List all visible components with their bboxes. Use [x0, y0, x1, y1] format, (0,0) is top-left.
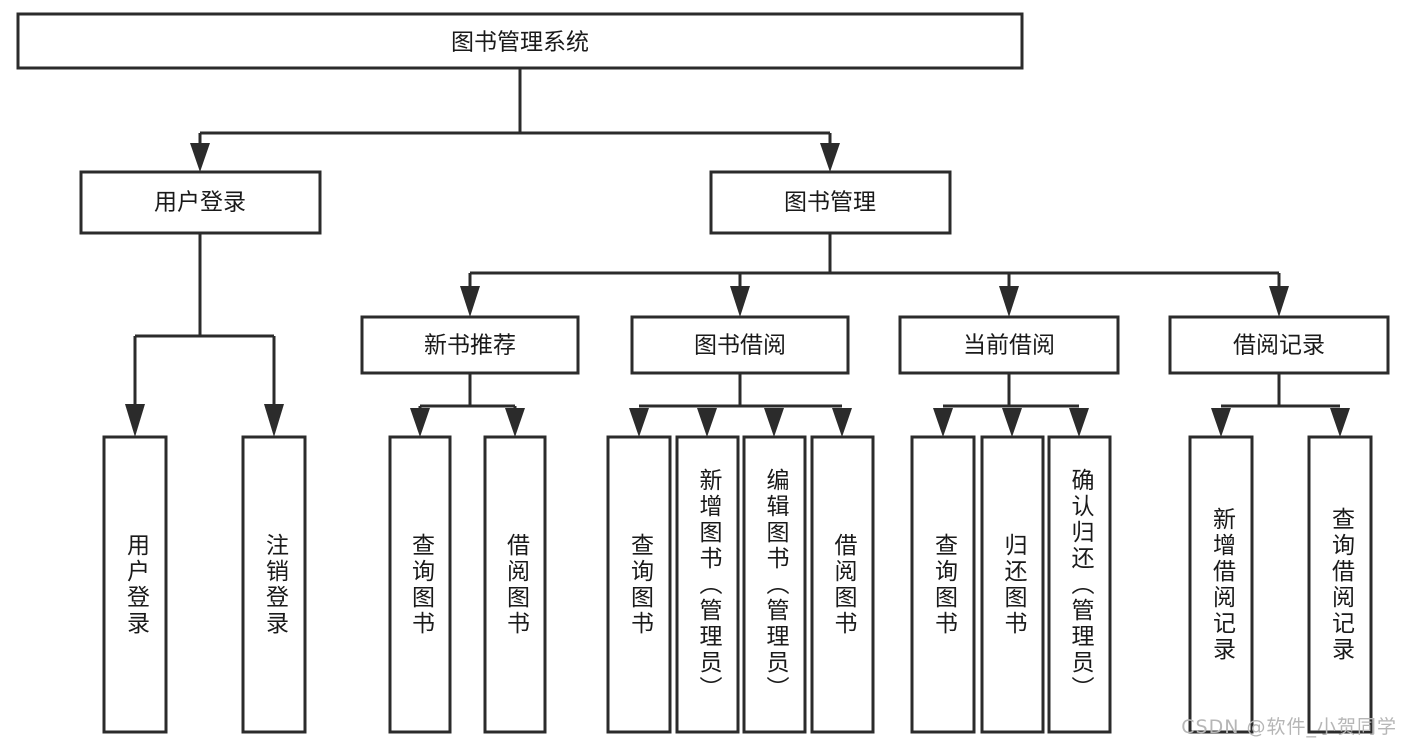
node-user-login-label: 用户登录 [154, 190, 246, 216]
arrow-to-leaf-logout [264, 404, 284, 437]
node-root[interactable]: 图书管理系统 [16, 12, 1024, 70]
leaf-box-logout[interactable] [241, 435, 307, 734]
arrow-to-leaf-query-borrow-record [1330, 408, 1350, 437]
leaf-box-add-book[interactable] [675, 435, 740, 734]
arrow-to-leaf-confirm-return [1069, 408, 1089, 437]
arrow-to-user-login [190, 143, 210, 172]
node-new-book-recommend-label: 新书推荐 [424, 333, 516, 359]
connector-book-borrow-to-leaves [629, 373, 852, 437]
connector-borrow-record-to-leaves [1211, 373, 1350, 437]
leaf-box-return-book[interactable] [980, 435, 1045, 734]
arrow-to-book-management [820, 143, 840, 172]
arrow-to-leaf-return-book [1002, 408, 1022, 437]
node-current-borrow-label: 当前借阅 [963, 333, 1055, 359]
arrow-to-leaf-query-book-cb [933, 408, 953, 437]
leaf-box-query-borrow-record[interactable] [1307, 435, 1373, 734]
node-current-borrow-box[interactable] [898, 315, 1120, 375]
node-borrow-record-label: 借阅记录 [1233, 333, 1325, 359]
node-book-management[interactable]: 图书管理 [709, 170, 952, 235]
arrow-to-book-borrow [730, 286, 750, 317]
connector-user-login-to-leaves [125, 233, 284, 437]
leaf-box-edit-book[interactable] [742, 435, 807, 734]
node-new-book-recommend-box[interactable] [360, 315, 580, 375]
node-book-borrow-box[interactable] [630, 315, 850, 375]
node-book-management-box[interactable] [709, 170, 952, 235]
leaf-box-user-login[interactable] [102, 435, 168, 734]
leaf-box-borrow-book-nbr[interactable] [483, 435, 547, 734]
connector-root-to-level1 [190, 68, 840, 172]
arrow-to-leaf-borrow-book-nbr [505, 408, 525, 437]
arrow-to-current-borrow [999, 286, 1019, 317]
node-borrow-record-box[interactable] [1168, 315, 1390, 375]
node-borrow-record[interactable]: 借阅记录 [1168, 315, 1390, 375]
leaf-box-borrow-book-bb[interactable] [810, 435, 875, 734]
node-root-box[interactable] [16, 12, 1024, 70]
node-book-borrow[interactable]: 图书借阅 [630, 315, 850, 375]
leaf-box-query-book-bb[interactable] [606, 435, 672, 734]
node-current-borrow[interactable]: 当前借阅 [898, 315, 1120, 375]
arrow-to-borrow-record [1269, 286, 1289, 317]
node-user-login[interactable]: 用户登录 [79, 170, 322, 235]
node-book-borrow-label: 图书借阅 [694, 333, 786, 359]
leaf-box-confirm-return[interactable] [1047, 435, 1112, 734]
node-root-label: 图书管理系统 [451, 30, 589, 56]
connector-book-management-to-level2 [460, 233, 1289, 317]
arrow-to-new-book-recommend [460, 286, 480, 317]
arrow-to-leaf-query-book-nbr [410, 408, 430, 437]
connector-new-book-recommend-to-leaves [410, 373, 525, 437]
arrow-to-leaf-user-login [125, 404, 145, 437]
watermark: CSDN @软件_小贺同学 [1181, 716, 1397, 738]
leaf-box-query-book-cb[interactable] [910, 435, 976, 734]
leaf-box-add-borrow-record[interactable] [1188, 435, 1254, 734]
node-book-management-label: 图书管理 [784, 190, 876, 216]
arrow-to-leaf-query-book-bb [629, 408, 649, 437]
node-new-book-recommend[interactable]: 新书推荐 [360, 315, 580, 375]
arrow-to-leaf-edit-book [764, 408, 784, 437]
arrow-to-leaf-add-book [697, 408, 717, 437]
connector-current-borrow-to-leaves [933, 373, 1089, 437]
arrow-to-leaf-borrow-book-bb [832, 408, 852, 437]
leaf-box-query-book-nbr[interactable] [388, 435, 452, 734]
arrow-to-leaf-add-borrow-record [1211, 408, 1231, 437]
